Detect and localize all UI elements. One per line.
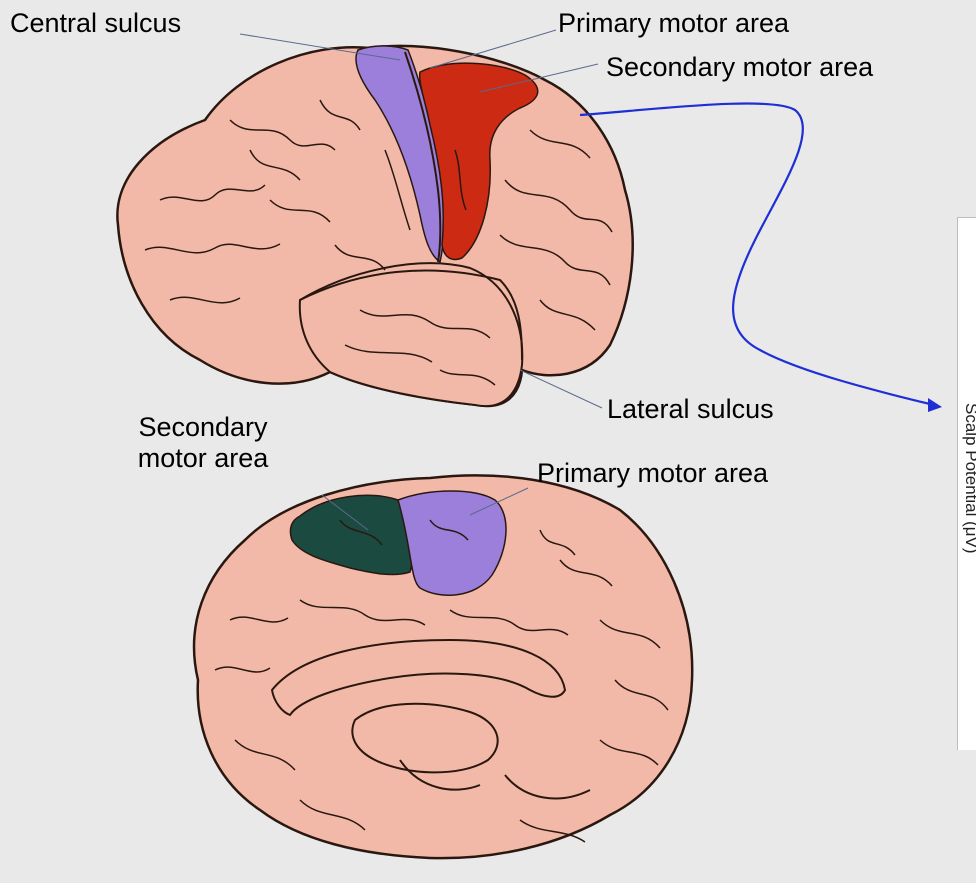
label-secondary-motor-area-bottom-line2: motor area [112, 443, 294, 474]
medial-brain [194, 475, 692, 858]
label-secondary-motor-area-bottom-line1: Secondary [112, 412, 294, 443]
plot-y-axis-label: Scalp Potential (μV) [961, 403, 976, 553]
label-secondary-motor-area-bottom: Secondary motor area [112, 412, 294, 474]
temporal-lobe [300, 263, 523, 406]
lateral-brain [117, 46, 632, 406]
label-secondary-motor-area-top: Secondary motor area [606, 52, 873, 83]
label-primary-motor-area-top: Primary motor area [558, 8, 789, 39]
label-primary-motor-area-bottom: Primary motor area [537, 458, 768, 489]
label-lateral-sulcus: Lateral sulcus [607, 394, 774, 425]
scalp-potential-plot-panel: Scalp Potential (μV) [957, 217, 976, 750]
label-central-sulcus: Central sulcus [10, 8, 181, 39]
connector-arrowhead [928, 398, 942, 412]
